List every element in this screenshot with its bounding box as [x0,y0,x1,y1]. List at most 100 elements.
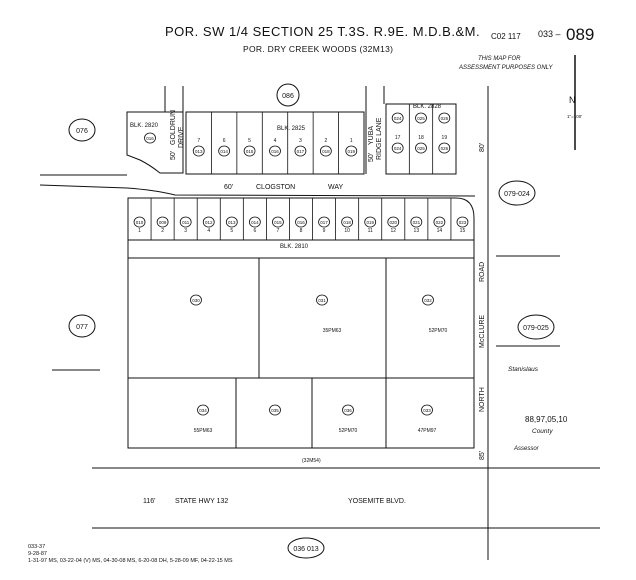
apn-mid-4: 013 [225,216,238,228]
apn-mid-5: 014 [248,216,261,228]
hwy-width: 116' [143,498,156,505]
apn-mid-14: 023 [456,216,469,228]
apn-top-right-upper-0: 024 [391,112,404,124]
pm-large-lower-3: 47PM97 [418,428,437,434]
apn-large-lower-3-label: 033 [423,408,431,413]
lot-num-mid-3: 4 [207,228,210,234]
apn-top-right-upper-2: 026 [438,112,451,124]
apn-top-right-upper-0-label: 024 [394,116,402,121]
apn-large-upper-0-label: 030 [192,298,200,303]
assessment-note-2: ASSESSMENT PURPOSES ONLY [459,65,553,71]
pm-large-upper-1: 35PM63 [323,328,342,334]
apn-mid-3-label: 012 [205,220,213,225]
mcclure-suffix: ROAD [479,262,486,282]
apn-large-lower-1-label: 035 [271,408,279,413]
apn-mid-3: 012 [202,216,215,228]
clogston-width: 60' [224,184,233,191]
adjacent-page-left-top: 076 [76,128,88,135]
lot-num-mid-0: 1 [138,228,141,234]
apn-top-right-upper-2-label: 026 [441,116,449,121]
apn-top-2: 015 [243,145,256,157]
apn-large-lower-3: 033 [421,404,433,416]
mcclure-name: NORTH [479,387,486,412]
adjacent-page-top: 086 [282,93,294,100]
apn-mid-7-label: 016 [297,220,305,225]
goldrun-width: 50' [170,151,177,160]
lot-num-top-1: 6 [223,138,226,144]
lot-num-mid-7: 8 [300,228,303,234]
apn-large-lower-2-label: 036 [344,408,352,413]
top-right-block [385,103,457,175]
apn-top-1-label: 014 [220,149,228,154]
adjacent-page-bottom: 036 013 [293,546,318,553]
footer-line-3: 1-31-97 MS, 03-22-04 (V) MS, 04-30-08 MS… [28,558,233,564]
lot-num-mid-14: 15 [460,228,466,234]
apn-top-1: 014 [218,145,231,157]
apn-large-upper-2-label: 032 [424,298,432,303]
apn-mid-10: 019 [364,216,377,228]
apn-mid-1-label: 009 [159,220,167,225]
apn-mid-4-label: 013 [228,220,236,225]
apn-top-left: 016 [144,132,156,144]
apn-top-right-0-label: 024 [394,146,402,151]
block-middle: BLK. 2810 [280,244,309,250]
adjacent-page-right-mid: 079-025 [523,325,549,332]
lot-num-top-4: 3 [299,138,302,144]
pm-large-upper-2: 52PM70 [429,328,448,334]
map-subtitle: POR. DRY CREEK WOODS (32M13) [243,44,394,54]
lot-num-top-2: 5 [248,138,251,144]
apn-large-upper-2: 032 [422,294,434,306]
legend-county-2: County [532,428,553,435]
page-number: 089 [566,25,595,44]
apn-top-0-label: 013 [195,149,203,154]
apn-mid-14-label: 023 [459,220,467,225]
pm-large-lower-0: 55PM63 [194,428,213,434]
apn-large-lower-0: 034 [197,404,209,416]
mcclure-width-top: 80' [479,143,486,152]
lot-num-top-right-0: 17 [395,135,401,141]
apn-mid-9-label: 018 [343,220,351,225]
yuba-width: 50' [368,153,375,162]
clogston-name: CLOGSTON [256,184,295,191]
apn-large-upper-1: 031 [316,294,328,306]
apn-mid-0: 010 [133,216,146,228]
legend-county: Stanislaus [508,366,539,373]
lot-num-mid-9: 10 [344,228,350,234]
apn-top-5-label: 018 [322,149,330,154]
apn-top-4-label: 017 [297,149,305,154]
hwy-name2: YOSEMITE BLVD. [348,498,406,505]
mcclure-width-bottom: 85' [479,451,486,460]
lot-num-mid-1: 2 [161,228,164,234]
apn-top-right-1-label: 025 [417,146,425,151]
apn-large-upper-1-label: 031 [318,298,326,303]
legend-office: Assessor [513,446,540,452]
apn-mid-10-label: 019 [366,220,374,225]
lot-num-top-right-2: 19 [442,135,448,141]
apn-mid-13: 022 [433,216,446,228]
apn-top-left-label: 016 [146,136,154,141]
top-left-block [126,111,184,174]
lot-num-top-5: 2 [324,138,327,144]
apn-mid-2: 011 [179,216,192,228]
pm-large-lower-2: 52PM70 [339,428,358,434]
footer-line-1: 033-37 [28,544,46,550]
apn-mid-12: 021 [410,216,423,228]
apn-mid-1: 009 [156,216,169,228]
yuba-suffix: RIDGE LANE [376,117,383,160]
block-top-middle: BLK. 2825 [277,126,306,132]
apn-top-6: 019 [345,145,358,157]
apn-mid-8-label: 017 [320,220,328,225]
apn-large-upper-0: 030 [190,294,202,306]
mcclure-name2: McCLURE [479,315,486,348]
apn-top-right-upper-1-label: 025 [417,116,425,121]
lot-num-mid-12: 13 [414,228,420,234]
apn-top-right-upper-1: 025 [415,112,427,124]
apn-top-6-label: 019 [348,149,356,154]
apn-mid-6-label: 015 [274,220,282,225]
goldrun-suffix: DRIVE [178,126,185,148]
apn-top-4: 017 [294,145,307,157]
apn-top-5: 018 [319,145,332,157]
lot-num-mid-6: 7 [277,228,280,234]
lot-num-top-0: 7 [197,138,200,144]
